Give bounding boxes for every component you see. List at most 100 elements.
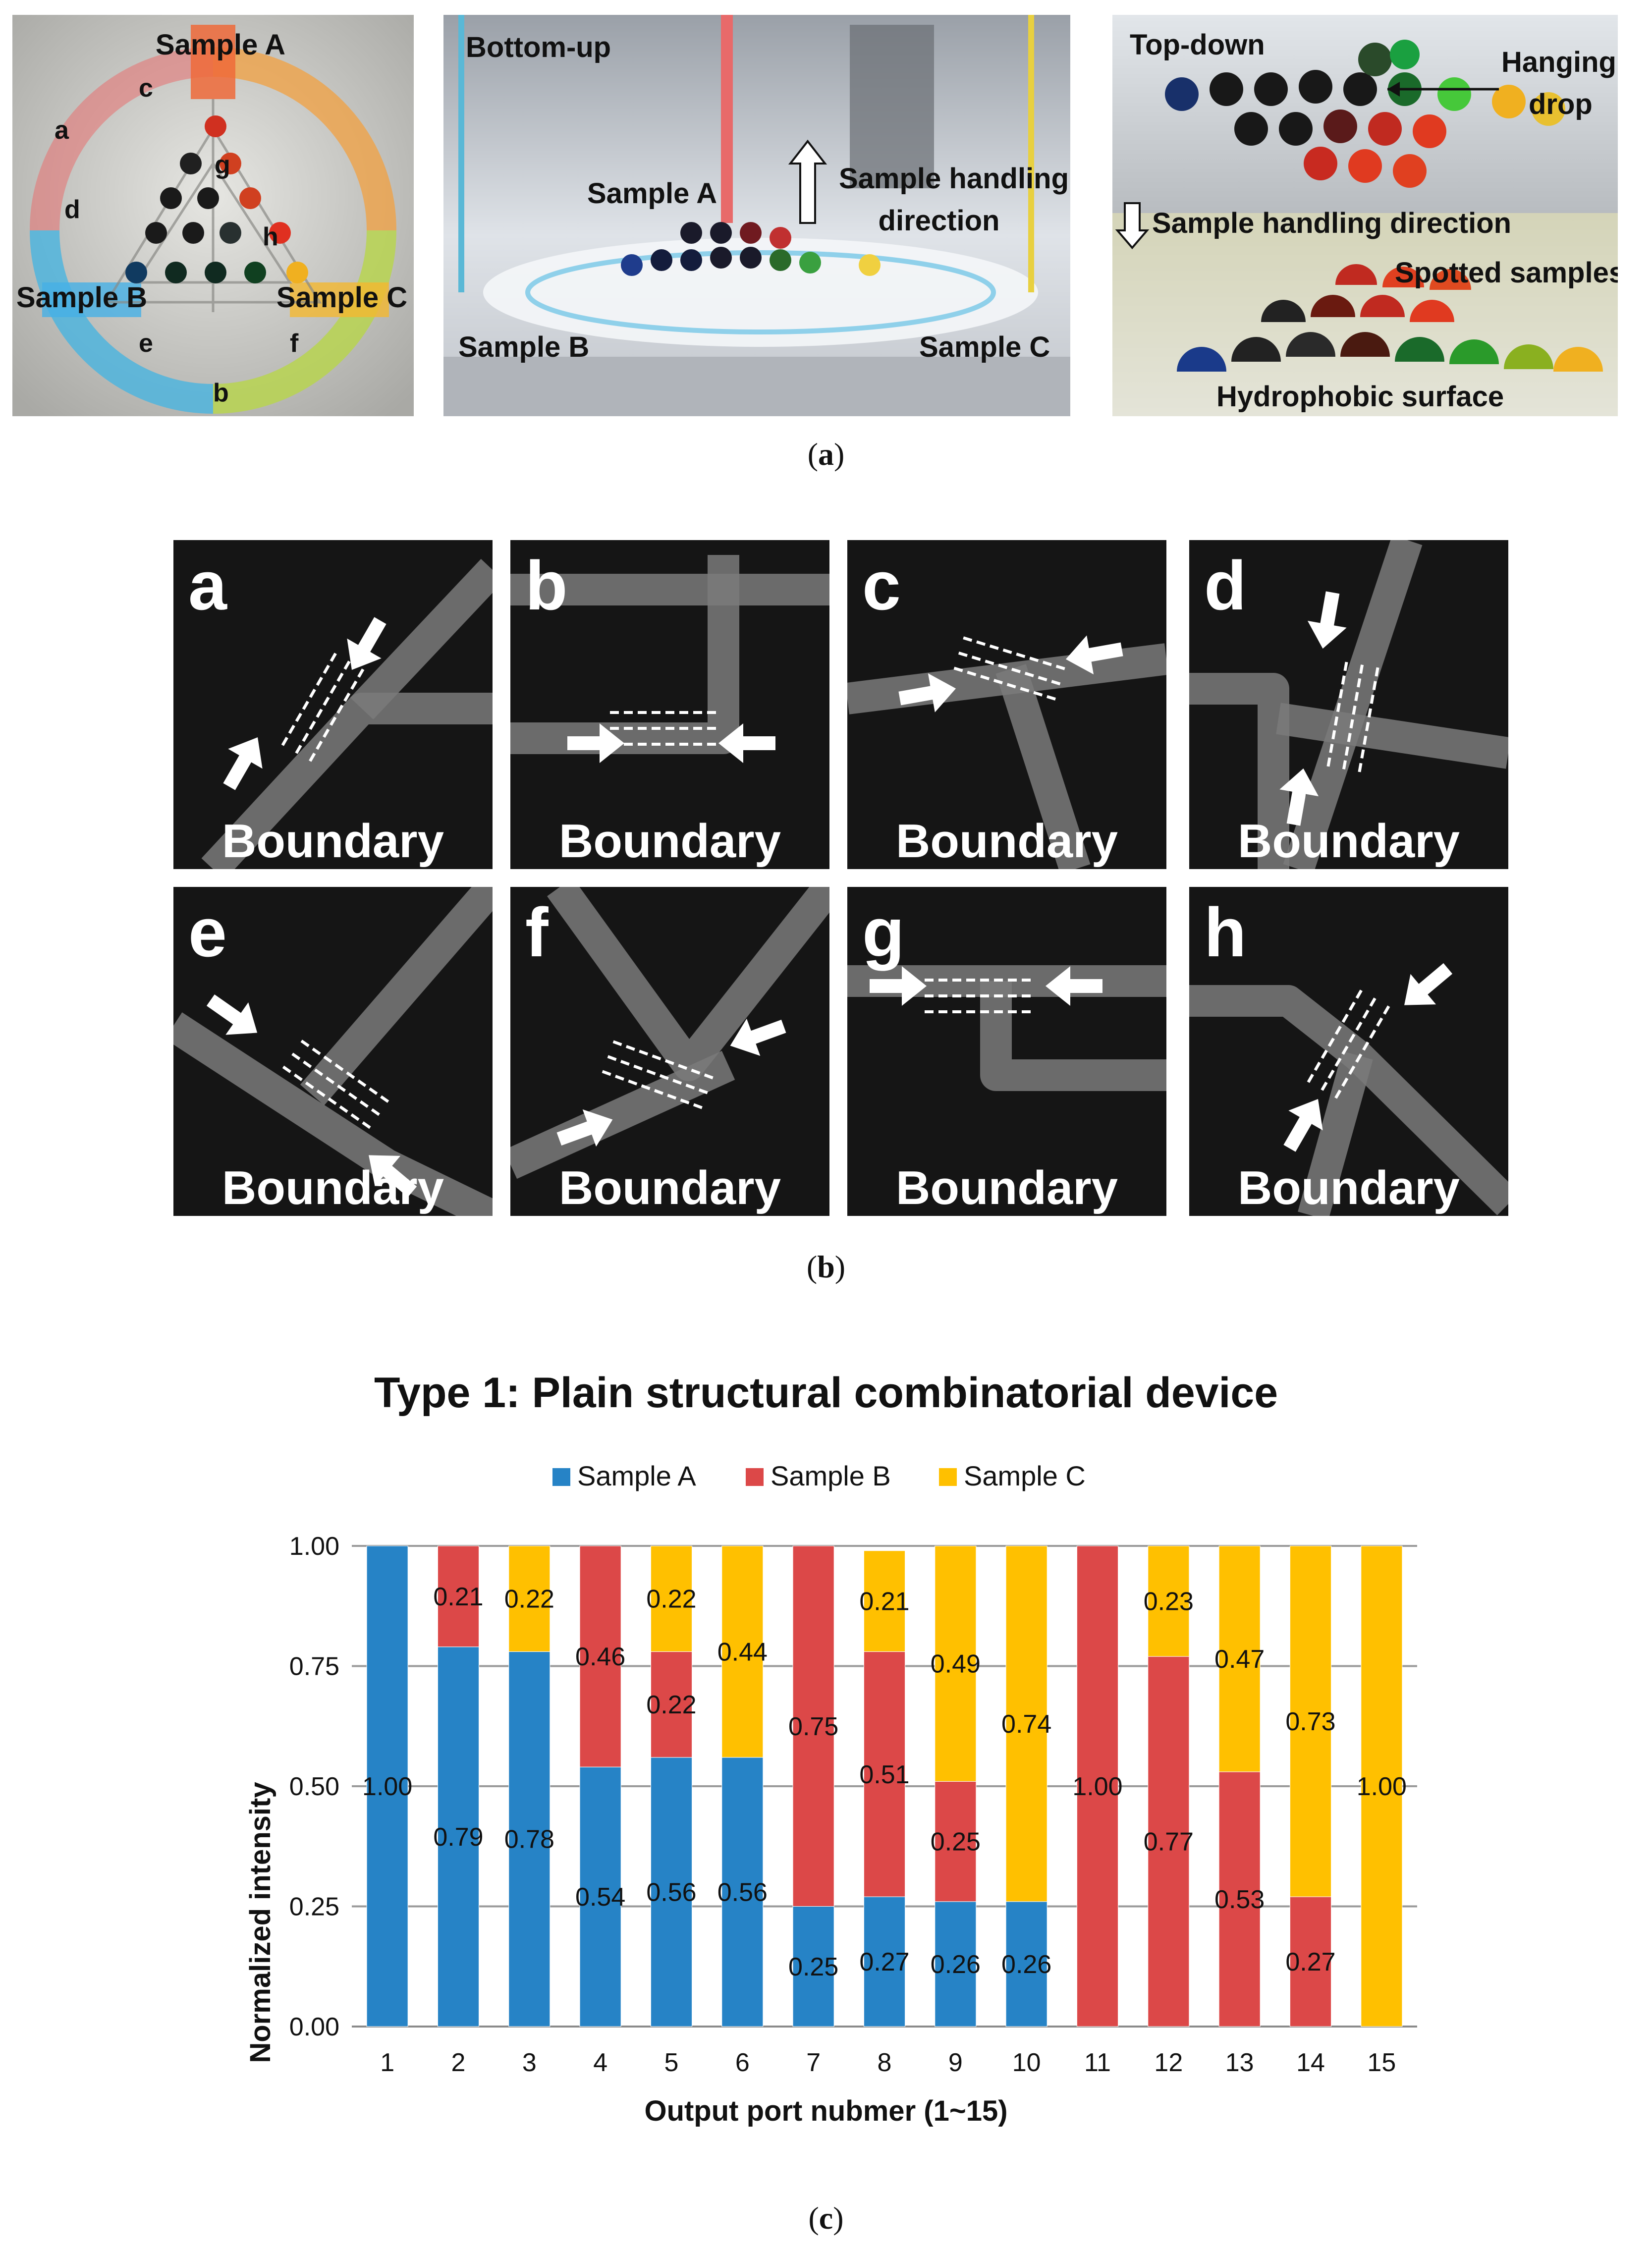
x-tick-label: 14 [1296, 2048, 1325, 2077]
data-label: 0.25 [788, 1953, 838, 1981]
channel [1189, 673, 1289, 869]
tile-boundary-label: Boundary [222, 1161, 444, 1214]
tile-boundary-label: Boundary [896, 1161, 1118, 1214]
x-tick-label: 6 [735, 2048, 750, 2077]
legend-swatch [746, 1468, 764, 1486]
x-tick-label: 4 [593, 2048, 607, 2077]
well-array [125, 115, 308, 283]
bar-segment [792, 1906, 834, 2027]
photo2-title: Bottom-up [466, 31, 611, 63]
down-arrow-icon [1115, 202, 1150, 250]
boundary-dashed-lines [282, 1040, 392, 1131]
data-label: 0.53 [1214, 1885, 1265, 1914]
flow-arrow-icon [1046, 966, 1102, 1006]
top-down-photo: Top-down Hanging drop Sample handling di… [1112, 15, 1618, 416]
caption-b: (b) [806, 1249, 846, 1284]
x-tick-label: 1 [380, 2048, 394, 2077]
photo1-sample-b: Sample B [16, 281, 147, 314]
bar-segment [1076, 1545, 1119, 2027]
tile-boundary-label: Boundary [1238, 1161, 1460, 1214]
data-label: 0.23 [1144, 1588, 1194, 1616]
photo3-hanging-line2: drop [1529, 88, 1593, 120]
bar-segment [650, 1545, 693, 1652]
data-label: 0.54 [575, 1883, 625, 1912]
boundary-dashed-lines [922, 979, 1031, 1013]
bar-segment [792, 1545, 834, 1907]
data-label: 1.00 [1357, 1772, 1407, 1801]
y-axis-label: Normalized intensity [244, 1782, 276, 2063]
legend-label: Sample A [577, 1460, 696, 1491]
channel [1283, 540, 1423, 869]
x-tick-label: 3 [522, 2048, 537, 2077]
x-tick-label: 13 [1225, 2048, 1254, 2077]
data-label: 0.74 [1001, 1710, 1051, 1739]
photo1-letter-b: b [213, 379, 229, 407]
channel [510, 1050, 735, 1179]
bar-segment [508, 1545, 551, 1652]
data-label: 0.44 [717, 1638, 768, 1666]
boundary-dashed-lines [602, 1040, 716, 1110]
bar-segment [650, 1651, 693, 1758]
bar-segment [935, 1781, 977, 1902]
y-axis-ticks: 0.000.250.500.751.00 [289, 1532, 339, 2041]
data-label: 0.75 [788, 1712, 838, 1741]
data-label: 0.73 [1285, 1707, 1335, 1736]
photo1-letter-f: f [290, 329, 299, 358]
x-tick-label: 15 [1367, 2048, 1396, 2077]
tile-boundary-label: Boundary [896, 815, 1118, 868]
bar-segment [863, 1896, 906, 2027]
data-label: 0.21 [433, 1583, 483, 1611]
photo1-letter-d: d [64, 195, 80, 224]
tile-letter: c [862, 547, 901, 624]
tile-boundary-label: Boundary [559, 815, 781, 868]
bar-segment [1289, 1545, 1332, 1897]
caption-a: (a) [807, 437, 845, 472]
data-label: 0.56 [646, 1878, 696, 1907]
photo1-sample-a: Sample A [156, 29, 285, 61]
tile-letter: f [525, 893, 549, 971]
bar-segment [1289, 1896, 1332, 2027]
y-tick-label: 1.00 [289, 1532, 339, 1561]
bottom-up-photo: Bottom-up Sample A Sample B Sample C Sam… [443, 15, 1070, 416]
tile-letter: e [188, 893, 227, 971]
bar-segment [508, 1651, 551, 2027]
spotted-drops [1177, 264, 1603, 372]
photo1-letter-c: c [139, 74, 153, 103]
tile-boundary-label: Boundary [222, 815, 444, 868]
data-label: 0.22 [646, 1691, 696, 1719]
data-label: 0.21 [859, 1588, 909, 1616]
caption-c: (c) [808, 2200, 844, 2236]
flow-arrow-icon [223, 737, 263, 790]
data-label: 0.77 [1144, 1828, 1194, 1857]
flow-arrow-icon [1065, 635, 1123, 675]
bar-segment [579, 1766, 621, 2027]
boundary-dashed-lines [953, 636, 1068, 702]
bar-segment [721, 1545, 764, 1758]
channel [1189, 985, 1508, 1215]
photo1-letter-a: a [55, 116, 69, 145]
stacked-bar-chart: Type 1: Plain structural combinatorial d… [244, 1369, 1417, 2127]
data-label: 0.27 [859, 1948, 909, 1976]
bar-segment [1218, 1545, 1261, 1772]
photo2-sample-a: Sample A [587, 177, 717, 210]
data-label: 0.26 [931, 1950, 981, 1979]
data-label: 0.51 [859, 1760, 909, 1789]
data-label: 0.25 [931, 1828, 981, 1857]
channel [300, 887, 493, 1105]
tile-letter: h [1204, 893, 1247, 971]
data-label: 0.22 [646, 1585, 696, 1614]
channel [1276, 703, 1508, 769]
bar-segment [935, 1545, 977, 1782]
bar-segment [1361, 1545, 1403, 2027]
bar-segment [1005, 1901, 1047, 2027]
bar-segment [1148, 1656, 1190, 2027]
channel [1298, 1051, 1373, 1216]
data-label: 0.27 [1285, 1948, 1335, 1976]
photo2-sample-c: Sample C [919, 331, 1050, 363]
